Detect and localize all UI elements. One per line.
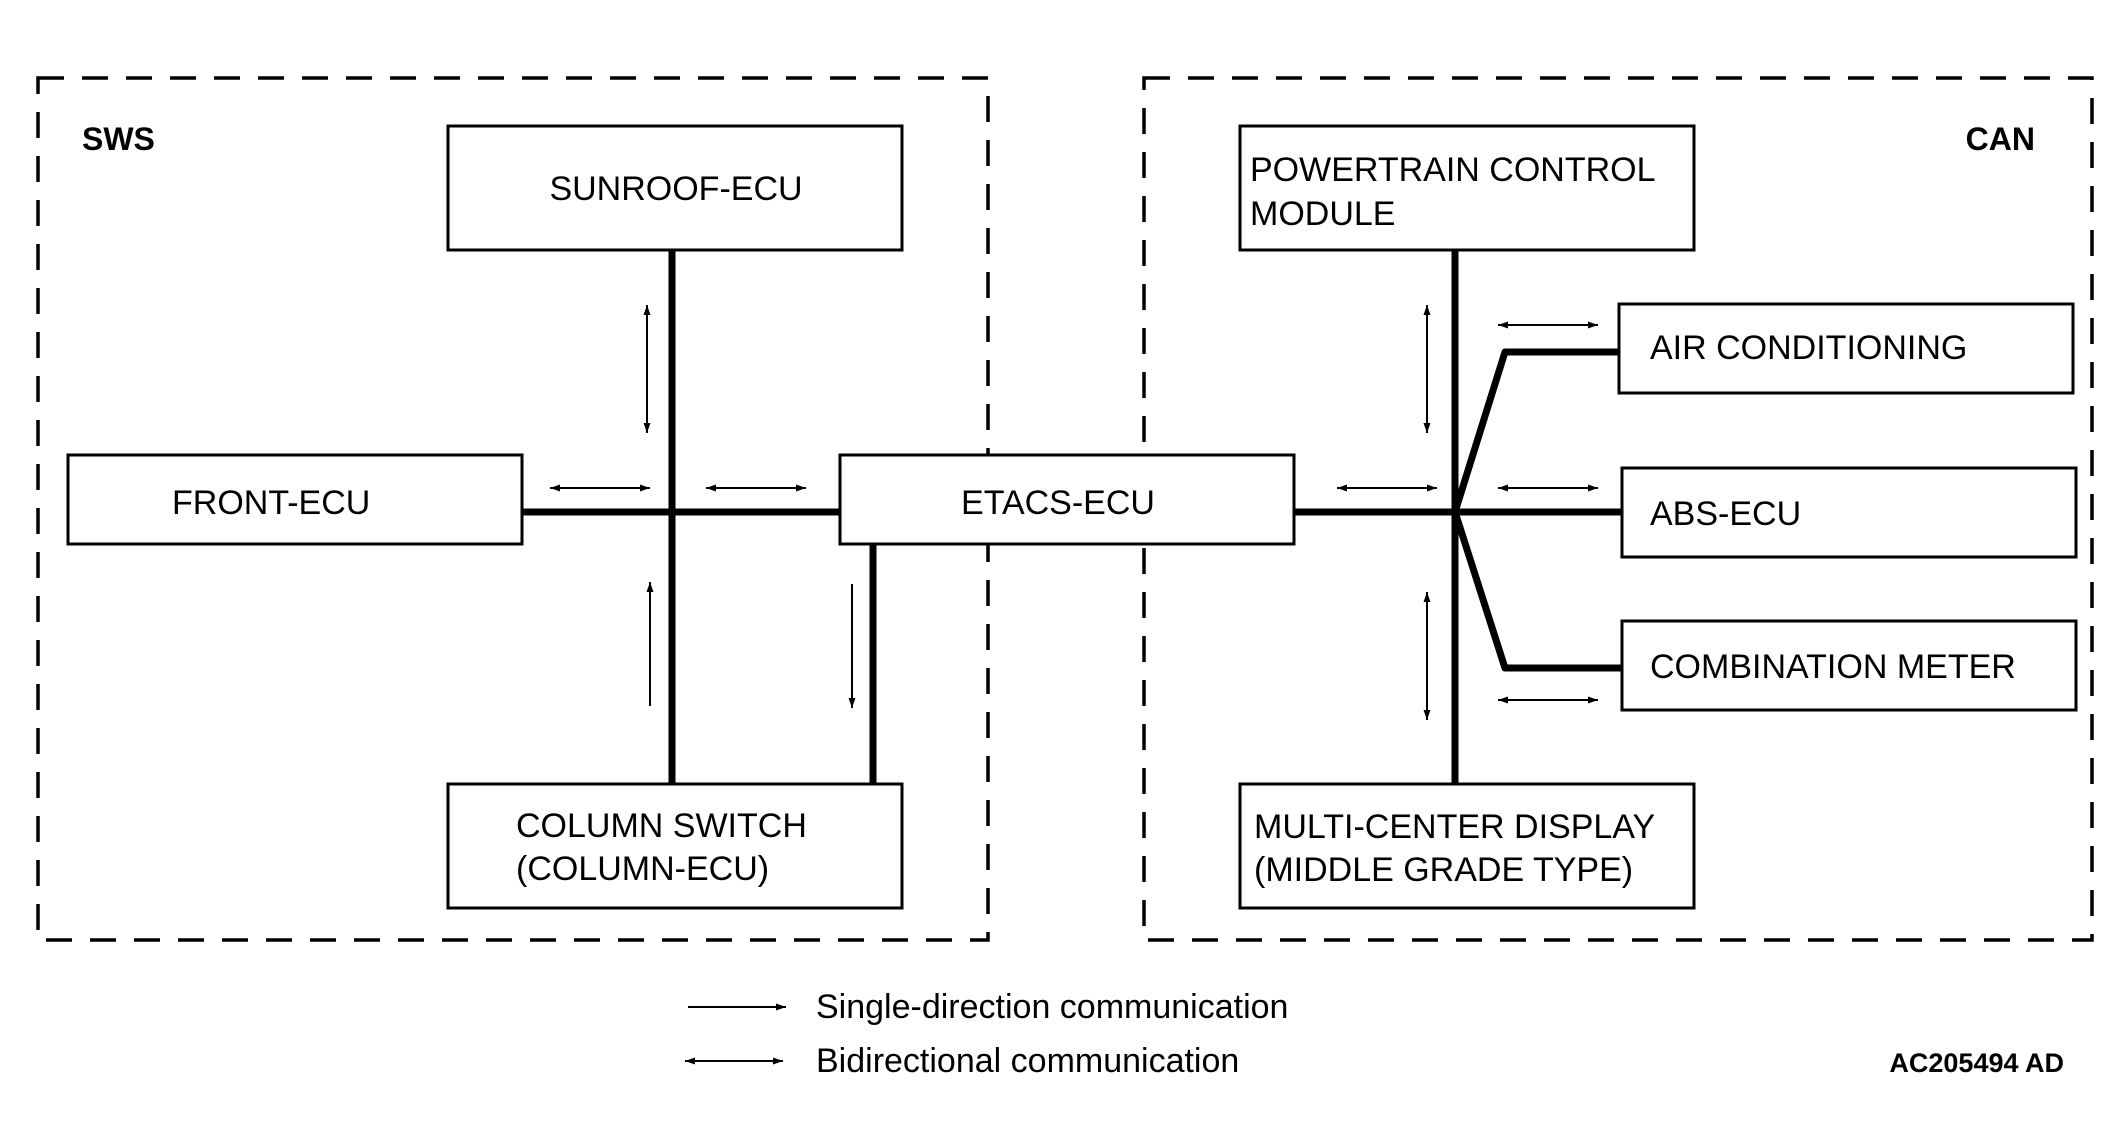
sunroof-ecu-label: SUNROOF-ECU — [549, 170, 802, 208]
air-conditioning-label: AIR CONDITIONING — [1650, 329, 1967, 367]
powertrain-control-module-box: POWERTRAIN CONTROL MODULE — [1238, 124, 1696, 252]
abs-ecu-box: ABS-ECU — [1620, 466, 2078, 559]
svg-text:ETACS-ECU: ETACS-ECU — [961, 484, 1155, 522]
abs-ecu-label: ABS-ECU — [1650, 495, 1801, 533]
figure-id: AC205494 AD — [1889, 1048, 2064, 1078]
multi-center-display-box: MULTI-CENTER DISPLAY (MIDDLE GRADE TYPE) — [1238, 782, 1696, 910]
svg-text:SUNROOF-ECU: SUNROOF-ECU — [549, 170, 802, 208]
legend-bidirectional-text: Bidirectional communication — [816, 1042, 1239, 1080]
can-region-label: CAN — [1966, 121, 2035, 157]
etacs-ecu-label: ETACS-ECU — [961, 484, 1155, 522]
etacs-ecu-box: ETACS-ECU — [838, 453, 1296, 546]
multi-center-display-label-line1: MULTI-CENTER DISPLAY — [1254, 808, 1655, 846]
column-switch-box: COLUMN SWITCH (COLUMN-ECU) — [446, 782, 904, 910]
svg-text:POWERTRAIN CONTROL: POWERTRAIN CONTROL — [1250, 151, 1656, 189]
combination-meter-branch-line — [1451, 510, 1622, 672]
column-switch-label-line2: (COLUMN-ECU) — [516, 850, 769, 888]
front-ecu-box: FRONT-ECU — [66, 453, 524, 546]
combination-meter-label: COMBINATION METER — [1650, 648, 2016, 686]
svg-text:AIR CONDITIONING: AIR CONDITIONING — [1650, 329, 1967, 367]
svg-text:COMBINATION METER: COMBINATION METER — [1650, 648, 2016, 686]
svg-text:(COLUMN-ECU): (COLUMN-ECU) — [516, 850, 769, 888]
combination-meter-box: COMBINATION METER — [1620, 619, 2078, 712]
svg-text:(MIDDLE GRADE TYPE): (MIDDLE GRADE TYPE) — [1254, 851, 1633, 889]
sws-region-label: SWS — [82, 121, 155, 157]
svg-text:MODULE: MODULE — [1250, 195, 1395, 233]
svg-text:COLUMN SWITCH: COLUMN SWITCH — [516, 807, 807, 845]
svg-text:ABS-ECU: ABS-ECU — [1650, 495, 1801, 533]
air-conditioning-box: AIR CONDITIONING — [1617, 302, 2075, 395]
sunroof-ecu-box: SUNROOF-ECU — [446, 124, 904, 252]
front-ecu-label: FRONT-ECU — [172, 484, 370, 522]
legend-single-direction-text: Single-direction communication — [816, 988, 1288, 1026]
powertrain-label-line1: POWERTRAIN CONTROL — [1250, 151, 1656, 189]
svg-text:FRONT-ECU: FRONT-ECU — [172, 484, 370, 522]
legend: Single-direction communication Bidirecti… — [685, 988, 1288, 1080]
air-conditioning-branch-line — [1451, 348, 1619, 514]
column-switch-label-line1: COLUMN SWITCH — [516, 807, 807, 845]
svg-text:MULTI-CENTER DISPLAY: MULTI-CENTER DISPLAY — [1254, 808, 1655, 846]
powertrain-label-line2: MODULE — [1250, 195, 1395, 233]
multi-center-display-label-line2: (MIDDLE GRADE TYPE) — [1254, 851, 1633, 889]
